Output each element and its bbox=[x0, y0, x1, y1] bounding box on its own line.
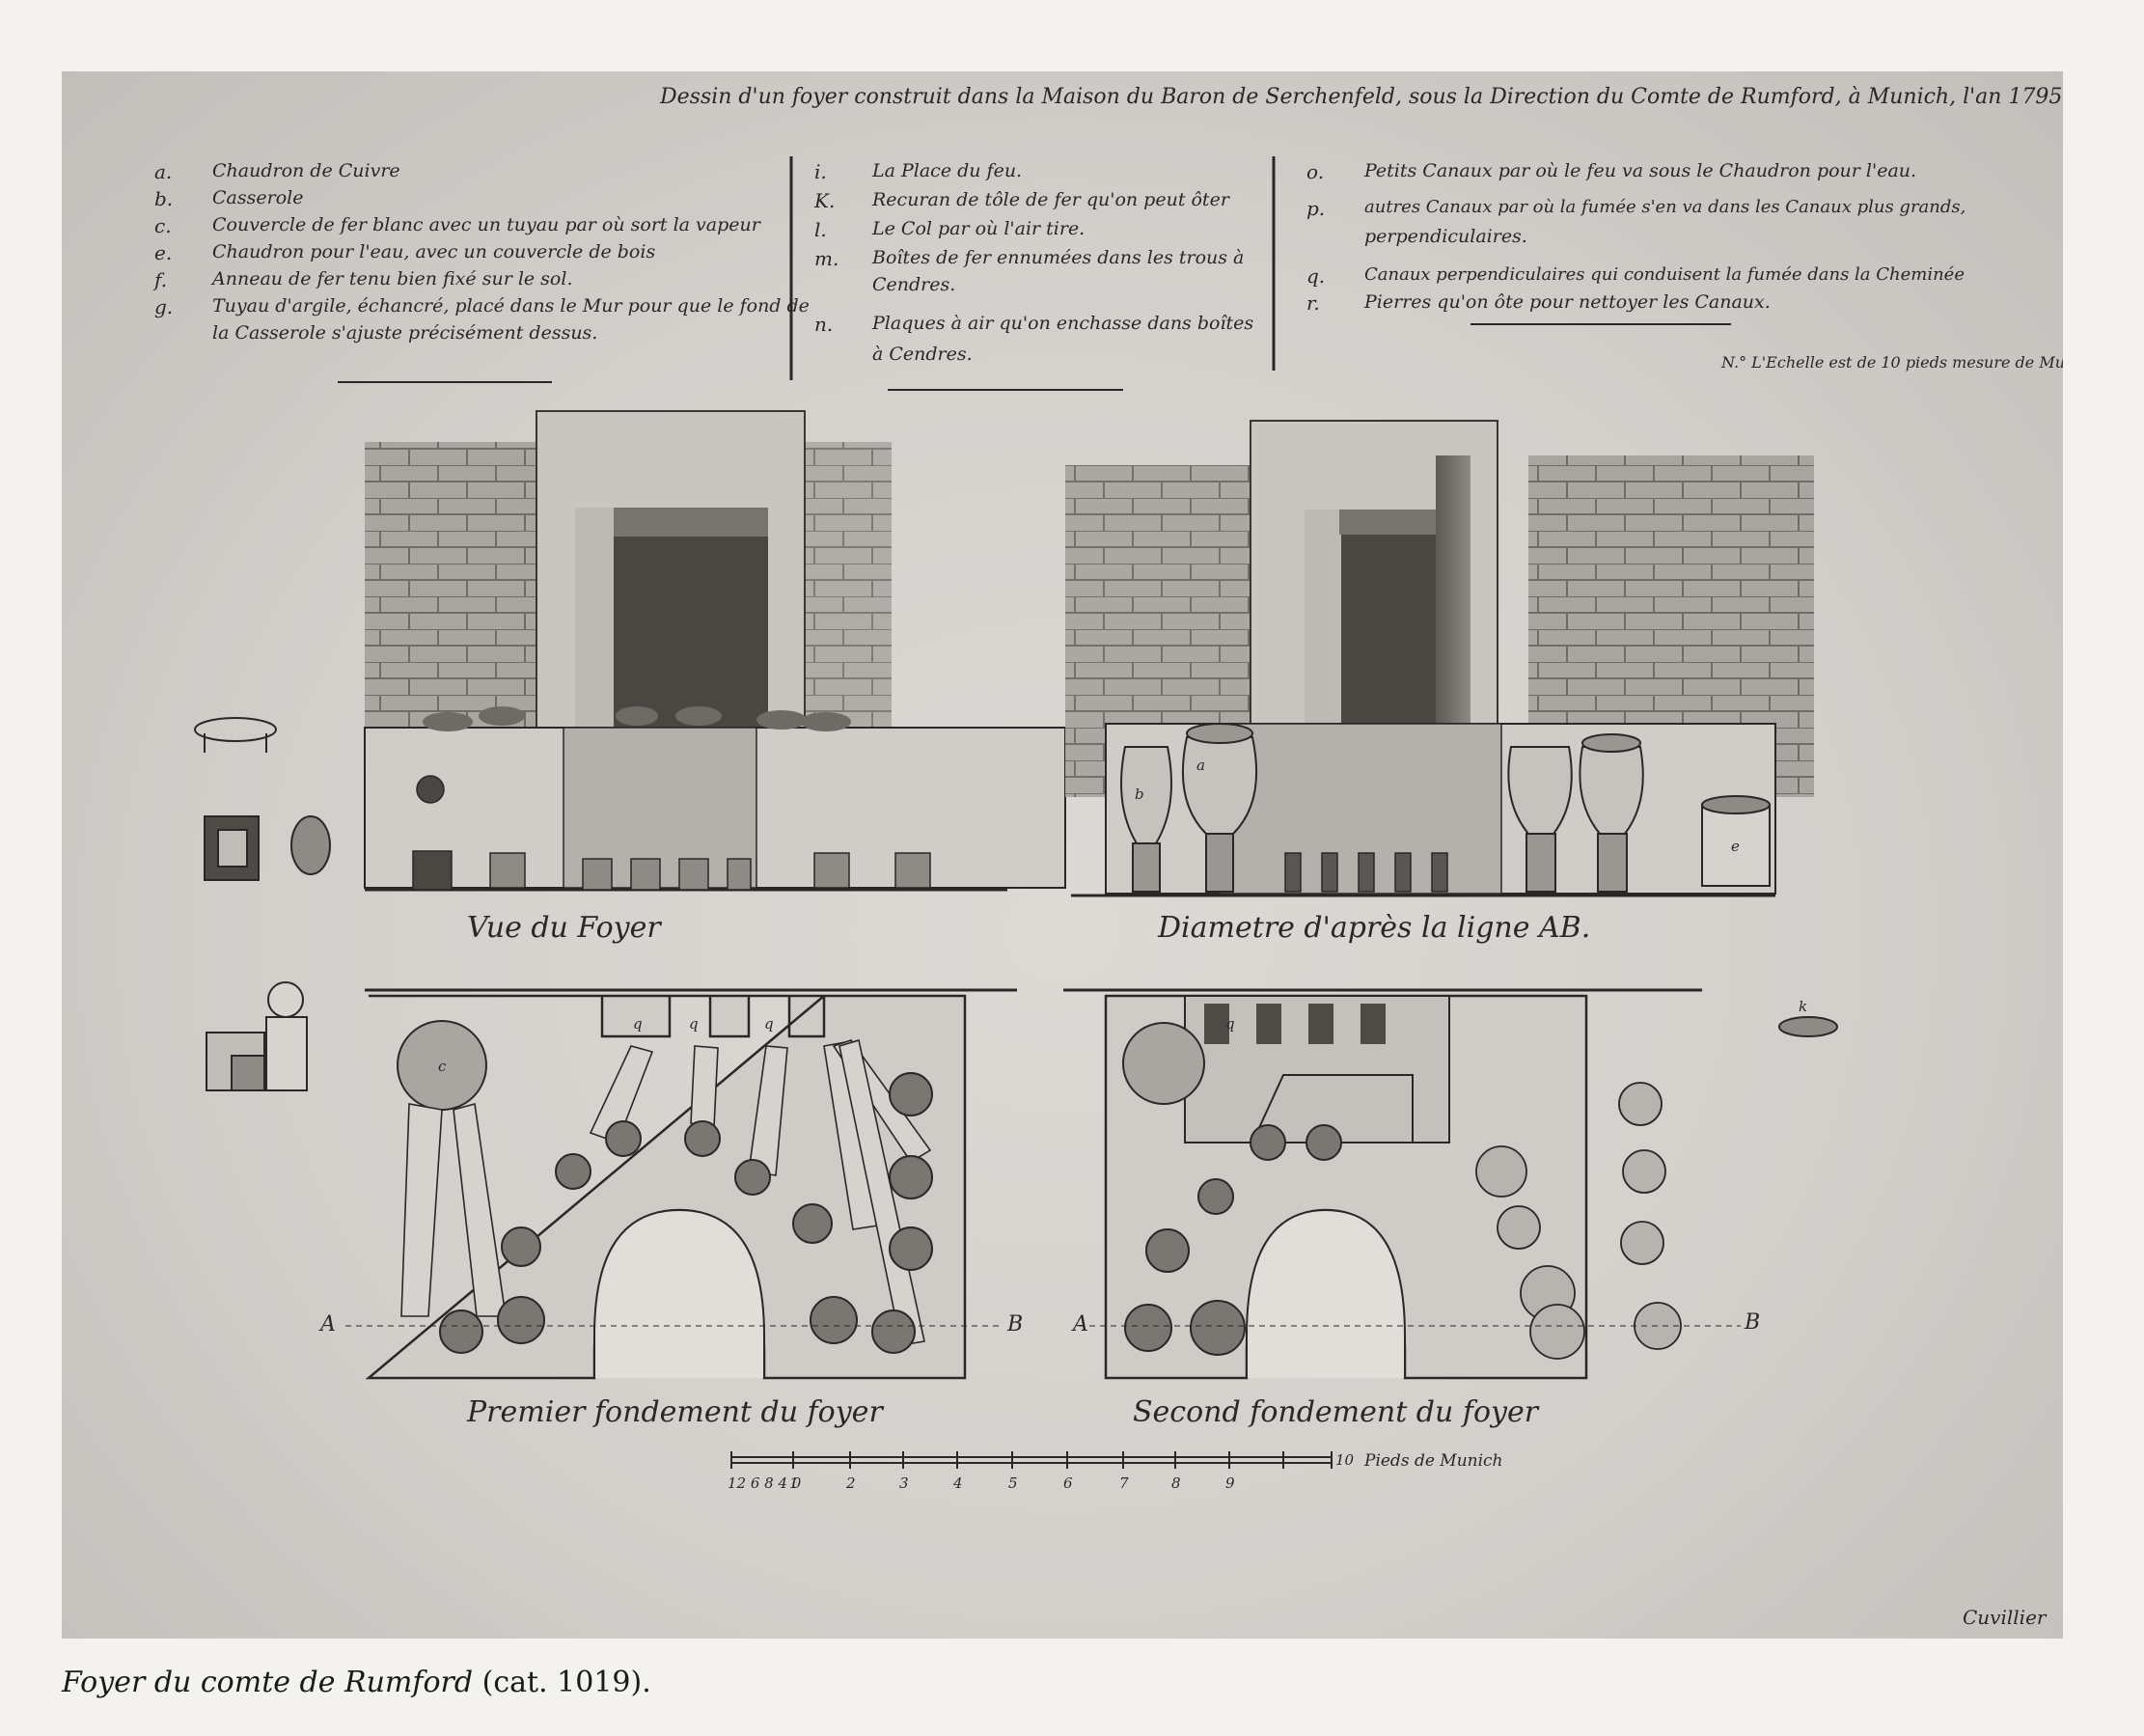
adjacent-page-bleed bbox=[2075, 68, 2144, 1612]
scale-tick: 9 bbox=[1225, 1474, 1235, 1492]
scale-tick: 10 bbox=[1335, 1451, 1355, 1469]
figure-caption: Foyer du comte de Rumford (cat. 1019). bbox=[62, 1666, 651, 1699]
part-letter: q bbox=[764, 1015, 774, 1033]
scale-small-ticks: 12 6 8 4 0 bbox=[728, 1474, 802, 1492]
part-letter: e bbox=[1731, 838, 1740, 855]
engraving-plate: Dessin d'un foyer construit dans la Mais… bbox=[62, 71, 2063, 1639]
scale-tick: 4 bbox=[953, 1474, 963, 1492]
scale-tick: 7 bbox=[1119, 1474, 1129, 1492]
section-letter-b-right: B bbox=[1745, 1310, 1761, 1335]
section-view-label: Diametre d'après la ligne AB. bbox=[1158, 911, 1591, 945]
scale-tick: 2 bbox=[846, 1474, 856, 1492]
section-letter-a-left: A bbox=[320, 1312, 336, 1336]
first-foundation-plan bbox=[206, 981, 1017, 1380]
scale-tick: 1 bbox=[789, 1474, 799, 1492]
scale-bar bbox=[730, 1451, 1333, 1469]
caption-catalog-ref: (cat. 1019). bbox=[473, 1666, 651, 1699]
part-letter: q bbox=[633, 1015, 643, 1033]
front-view-label: Vue du Foyer bbox=[467, 911, 661, 945]
part-letter: a bbox=[1196, 757, 1205, 774]
fireplace-drawing bbox=[194, 156, 1838, 1469]
part-letter: q bbox=[1225, 1015, 1235, 1033]
scale-tick: 3 bbox=[899, 1474, 909, 1492]
scale-tick: 5 bbox=[1008, 1474, 1018, 1492]
part-letter: q bbox=[689, 1015, 699, 1033]
second-foundation-plan bbox=[1063, 988, 1838, 1380]
part-letter: b bbox=[1135, 785, 1144, 803]
first-plan-label: Premier fondement du foyer bbox=[467, 1395, 883, 1429]
part-letter: c bbox=[438, 1058, 447, 1075]
scale-tick: 6 bbox=[1063, 1474, 1073, 1492]
section-letter-b-left: B bbox=[1007, 1312, 1024, 1336]
section-view-drawing bbox=[1065, 420, 1814, 897]
caption-title: Foyer du comte de Rumford bbox=[62, 1666, 474, 1699]
scale-note: N.° L'Echelle est de 10 pieds mesure de … bbox=[1721, 353, 2063, 372]
scale-tick: 8 bbox=[1171, 1474, 1181, 1492]
section-letter-a-right: A bbox=[1073, 1312, 1088, 1336]
engraver-signature: Cuvillier bbox=[1963, 1606, 2047, 1629]
part-letter: k bbox=[1799, 998, 1808, 1015]
second-plan-label: Second fondement du foyer bbox=[1133, 1395, 1539, 1429]
plate-title: Dessin d'un foyer construit dans la Mais… bbox=[660, 85, 2063, 109]
scale-unit-label: Pieds de Munich bbox=[1364, 1451, 1503, 1471]
front-view-drawing bbox=[194, 410, 1066, 892]
